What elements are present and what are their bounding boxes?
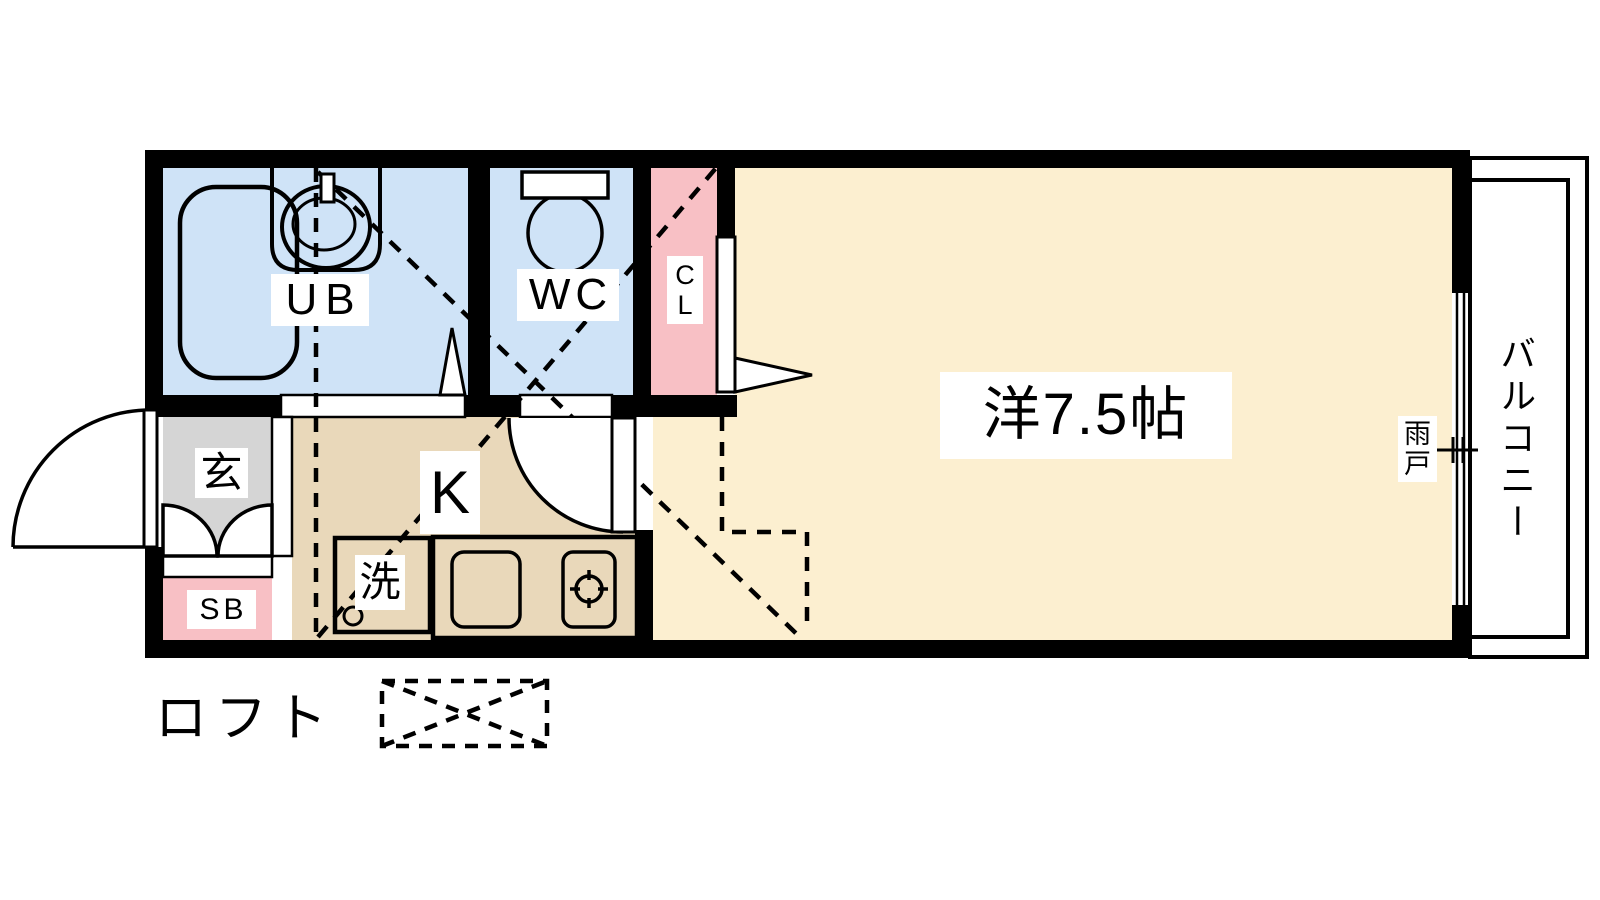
room-floors — [163, 168, 1452, 640]
toilet-door-leaf — [610, 416, 637, 534]
loft-symbol-x2 — [381, 678, 548, 749]
closet-door — [715, 235, 813, 394]
shoe-box-doors — [161, 503, 274, 558]
wall-mid-center — [465, 395, 520, 417]
wall-cl-upper — [717, 168, 735, 237]
toilet-door-sill — [518, 393, 614, 419]
loft-label: ロフト — [155, 689, 336, 748]
kitchen-sink — [450, 550, 522, 629]
loft-symbol — [379, 678, 550, 749]
main-room-label: 洋7.5帖 — [940, 372, 1232, 459]
wall-ub-wc — [468, 168, 490, 395]
closet-label: C L — [667, 256, 703, 324]
unit-bath-door-sill — [279, 393, 467, 419]
entrance-door — [11, 408, 159, 549]
wall-mid-left — [145, 395, 281, 417]
basin-faucet — [319, 172, 336, 204]
toilet-tank — [520, 170, 610, 200]
shoe-box-label: SB — [187, 590, 256, 629]
entrance-label: 玄 — [195, 448, 248, 498]
toilet-door-swing-area — [509, 418, 623, 532]
loft-diagonal-dash-1 — [316, 170, 805, 642]
laundry-label: 洗 — [355, 555, 405, 610]
closet-door-direction-triangle — [733, 356, 813, 394]
loft-edge-step-dash — [719, 417, 810, 630]
thresholds — [161, 393, 614, 579]
shoe-box-door-swing-right — [216, 503, 274, 558]
wall-right-lower — [1452, 605, 1470, 658]
storm-shutter-marks — [1437, 437, 1478, 463]
wall-right-upper — [1452, 168, 1470, 293]
wall-bottom — [145, 640, 1470, 658]
washing-machine-space — [332, 535, 433, 635]
kitchen-fixtures — [332, 534, 640, 641]
bath-door-pivot-triangle — [438, 327, 467, 397]
balcony-label: バルコニー — [1495, 335, 1537, 545]
closet-door-panel — [715, 235, 737, 394]
balcony-outline — [1468, 156, 1589, 659]
wall-kitchen-main — [635, 530, 653, 640]
entrance-door-leaf — [142, 408, 159, 549]
doorway-passage — [635, 417, 653, 530]
entrance-door-swing-arc — [11, 408, 151, 548]
toilet-door — [507, 416, 637, 534]
walls — [145, 150, 1470, 658]
wall-wc-cl — [633, 168, 651, 395]
shoe-box-step — [161, 554, 274, 579]
toilet-label: WC — [517, 269, 619, 321]
kitchen-label: K — [420, 451, 480, 534]
laundry-faucet-circle — [342, 605, 364, 627]
loft-symbol-x1 — [381, 678, 548, 749]
balcony-inner-rect — [1468, 178, 1570, 639]
unit-bath-label: UB — [271, 274, 369, 326]
entrance-step-edge — [270, 415, 294, 558]
toilet-door-swing-arc — [507, 417, 624, 534]
wall-mid-right — [612, 395, 737, 417]
storm-shutter-label: 雨 戸 — [1398, 416, 1437, 482]
stove — [561, 550, 617, 629]
wall-top — [145, 150, 1470, 168]
wall-left-lower — [145, 547, 163, 658]
wall-left-upper — [145, 150, 163, 410]
